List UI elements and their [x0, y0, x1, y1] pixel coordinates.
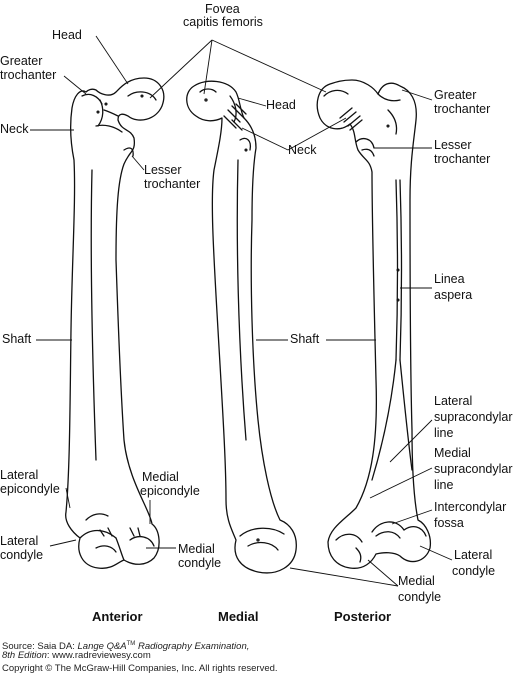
medial-supracondylar-label-3: line — [434, 478, 454, 492]
lateral-supracondylar-label-3: line — [434, 426, 454, 440]
greater-trochanter-right-label-2: trochanter — [434, 102, 491, 116]
medial-supracondylar-label-1: Medial — [434, 446, 471, 460]
lateral-condyle-right-label-2: condyle — [452, 564, 496, 578]
medial-condyle-mid-label-2: condyle — [178, 556, 222, 570]
medial-condyle-bottom-label-2: condyle — [398, 590, 442, 604]
lateral-condyle-left-label-2: condyle — [0, 548, 44, 562]
neck-medial-label: Neck — [288, 143, 317, 157]
lateral-supracondylar-label-2: supracondylar — [434, 410, 513, 424]
neck-anterior-label: Neck — [0, 122, 29, 136]
lesser-trochanter-right-label-1: Lesser — [434, 138, 472, 152]
leader-lines — [30, 35, 453, 587]
medial-femur — [186, 80, 297, 574]
source-line: Source: Saia DA: Lange Q&ATM Radiography… — [2, 638, 249, 653]
source-tm: TM — [126, 641, 136, 647]
shaft-left-label: Shaft — [2, 332, 32, 346]
source-title-rest: Radiography Examination, — [135, 641, 250, 653]
lateral-supracondylar-label-1: Lateral — [434, 394, 473, 408]
lateral-epicondyle-label-1: Lateral — [0, 468, 39, 482]
shaft-right-label: Shaft — [290, 332, 320, 346]
source-prefix: Source: Saia DA: — [2, 641, 78, 653]
lesser-trochanter-left-label-2: trochanter — [144, 177, 201, 191]
anterior-femur — [65, 77, 165, 569]
fovea-label-1: Fovea — [205, 2, 240, 16]
medial-condyle-bottom-label-1: Medial — [398, 574, 435, 588]
intercondylar-fossa-label-2: fossa — [434, 516, 464, 530]
intercondylar-fossa-label-1: Intercondylar — [434, 500, 507, 514]
posterior-femur — [316, 79, 432, 569]
copyright-line: Copyright © The McGraw-Hill Companies, I… — [2, 663, 278, 674]
edition-rest: : www.radreviewesy.com — [46, 650, 151, 661]
greater-trochanter-right-label-1: Greater — [434, 88, 477, 102]
greater-trochanter-left-label-2: trochanter — [0, 68, 57, 82]
medial-supracondylar-label-2: supracondylar — [434, 462, 513, 476]
view-caption-medial: Medial — [218, 609, 259, 624]
medial-condyle-mid-label-1: Medial — [178, 542, 215, 556]
view-caption-posterior: Posterior — [334, 609, 392, 624]
lateral-epicondyle-label-2: epicondyle — [0, 482, 60, 496]
medial-epicondyle-label-2: epicondyle — [140, 484, 200, 498]
head-anterior-label: Head — [52, 28, 82, 42]
view-caption-anterior: Anterior — [92, 609, 143, 624]
medial-epicondyle-label-1: Medial — [142, 470, 179, 484]
lesser-trochanter-right-label-2: trochanter — [434, 152, 491, 166]
source-title: Lange Q&A — [77, 641, 127, 653]
linea-aspera-label-2: aspera — [434, 288, 473, 302]
edition-text: 8th Edition — [2, 650, 47, 661]
lateral-condyle-right-label-1: Lateral — [454, 548, 493, 562]
fovea-label-2: capitis femoris — [183, 15, 263, 29]
edition-line: 8th Edition: www.radreviewesy.com — [2, 650, 151, 662]
head-medial-label: Head — [266, 98, 296, 112]
linea-aspera-label-1: Linea — [434, 272, 465, 286]
lesser-trochanter-left-label-1: Lesser — [144, 163, 182, 177]
lateral-condyle-left-label-1: Lateral — [0, 534, 39, 548]
greater-trochanter-left-label-1: Greater — [0, 54, 43, 68]
